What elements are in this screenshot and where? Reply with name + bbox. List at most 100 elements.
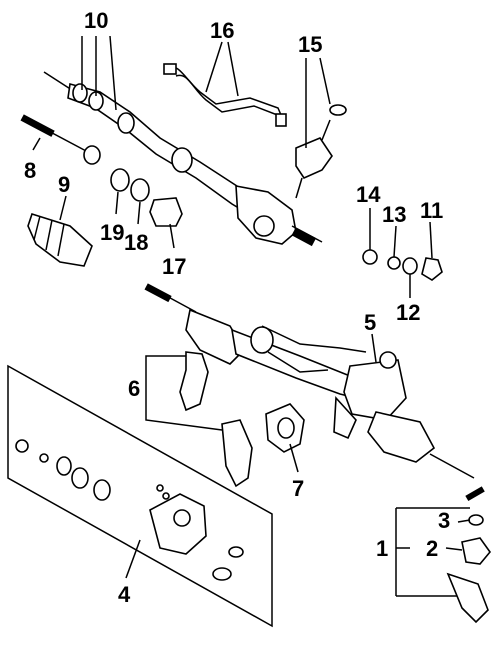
leader-7 (289, 443, 299, 473)
main-rack-valve-cap (379, 351, 397, 369)
callout-12: 12 (396, 300, 420, 325)
callout-17: 17 (162, 254, 186, 279)
kit-seal-1 (56, 456, 72, 476)
pinion-seal (329, 104, 347, 116)
leader-19 (115, 191, 119, 215)
tie-rod-end-group (395, 486, 492, 624)
boot-ridge-2 (45, 219, 53, 251)
part-14 (362, 249, 378, 265)
callout-9: 9 (58, 172, 70, 197)
callout-19: 19 (100, 220, 124, 245)
upper-rack-ring-c (117, 112, 135, 134)
main-rack-left-thread (144, 283, 172, 303)
callout-7: 7 (292, 476, 304, 501)
main-rack-line-a (261, 325, 367, 353)
main-rack-assembly (144, 283, 475, 479)
leader-8 (32, 137, 41, 151)
grommet-hole (277, 417, 295, 439)
leader-2 (445, 547, 463, 551)
kit-ring-1 (15, 439, 29, 453)
part-11-nut (421, 257, 443, 281)
upper-rack-port (253, 215, 275, 237)
line-fitting-a (163, 63, 177, 75)
callout-18: 18 (124, 230, 148, 255)
upper-rack-valve-body (235, 185, 297, 245)
leader-3 (457, 519, 471, 523)
pressure-lines (163, 63, 287, 127)
inner-tie-rod (20, 114, 101, 165)
leader-15-b (319, 57, 331, 105)
main-rack-line-b (267, 351, 329, 373)
kit-seal-2 (71, 467, 89, 489)
kit-panel-outline (7, 364, 273, 628)
callout-6: 6 (128, 376, 140, 401)
callout-15: 15 (298, 32, 322, 57)
tie-rod-end (446, 572, 489, 624)
kit-clamp-1 (212, 567, 232, 581)
main-rack-right-rod (429, 453, 475, 479)
bushing-18 (130, 178, 150, 202)
line-fitting-b (275, 113, 287, 127)
callout-16: 16 (210, 18, 234, 43)
main-rack-right-boot (367, 411, 436, 463)
kit-clamp-2 (228, 546, 244, 558)
callout-3: 3 (438, 508, 450, 533)
callout-11: 11 (420, 198, 443, 223)
pinion-body (295, 137, 333, 180)
bushing-19 (110, 168, 130, 192)
kit-ball-2 (162, 492, 170, 500)
tie-rod-thread (20, 114, 55, 137)
bushing-17 (149, 197, 183, 227)
callout-1: 1 (376, 536, 388, 561)
leader-lines (32, 35, 471, 579)
leader-16-a (205, 41, 223, 93)
leader-18 (137, 201, 141, 225)
kit-ball-1 (156, 484, 164, 492)
callout-8: 8 (24, 158, 36, 183)
boot-ridge-1 (33, 215, 41, 241)
callout-numbers: 10 16 15 8 9 19 18 17 14 13 11 12 5 6 7 … (24, 8, 450, 607)
mount-bracket-upper (179, 351, 209, 412)
leader-5 (371, 333, 377, 363)
leader-16-b (227, 41, 239, 97)
main-rack-clamp (333, 396, 357, 440)
upper-rack-ring-a (72, 83, 88, 103)
callout-14: 14 (356, 182, 381, 207)
boot-body (27, 213, 93, 267)
leader-11 (429, 221, 433, 259)
part-13 (387, 256, 401, 270)
leader-17 (169, 223, 175, 249)
leader-9 (59, 195, 67, 221)
pressure-line-a (167, 66, 285, 123)
mount-bracket-lower (221, 419, 253, 488)
rack-boot (27, 213, 93, 267)
main-rack-left-boot (185, 308, 246, 365)
pinion-shaft (295, 104, 347, 199)
upper-rack-mount (171, 147, 193, 173)
pinion-spline (295, 177, 303, 199)
pressure-line-b (175, 74, 281, 117)
kit-ring-2 (39, 453, 49, 463)
tie-rod-ball (83, 145, 101, 165)
callout-2: 2 (426, 536, 438, 561)
leader-4 (125, 539, 141, 579)
pinion-stem (321, 119, 331, 141)
repair-kit-panel (7, 364, 273, 628)
tie-rod-end-ball (461, 537, 492, 565)
kit-valve-port (173, 509, 191, 527)
cotter-pin (465, 486, 485, 502)
leader-10-c (109, 35, 117, 111)
part-12 (402, 257, 418, 275)
main-rack-valve-body (343, 359, 407, 421)
callout-13: 13 (382, 202, 406, 227)
main-rack-mount-left (250, 326, 274, 354)
castle-nut (468, 514, 484, 526)
callout-10: 10 (84, 8, 108, 33)
kit-seal-3 (93, 479, 111, 501)
boot-ridge-3 (57, 223, 65, 257)
callout-4: 4 (118, 582, 131, 607)
leader-6 (145, 355, 223, 431)
leader-13 (393, 225, 397, 258)
